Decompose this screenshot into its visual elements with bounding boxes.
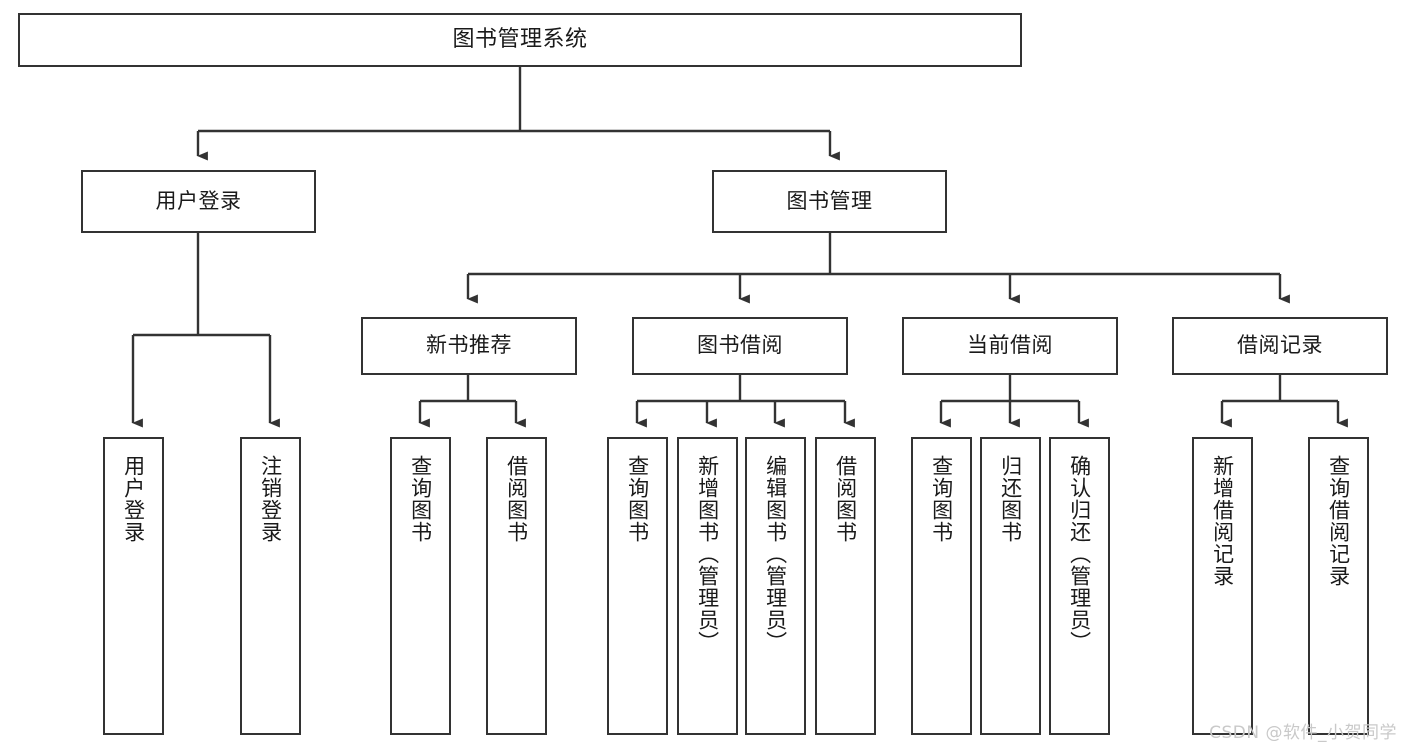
node-label: 图书借阅 [697, 333, 783, 358]
leaf-current-confirm-return-admin[interactable]: 确认归还（管理员） [1049, 437, 1110, 735]
node-label: 查询图书 [929, 455, 954, 543]
leaf-record-query-borrow-record[interactable]: 查询借阅记录 [1308, 437, 1369, 735]
node-label: 借阅图书 [833, 455, 858, 543]
node-label: 图书管理系统 [452, 26, 588, 52]
node-user-login[interactable]: 用户登录 [81, 170, 316, 233]
leaf-borrow-query-book[interactable]: 查询图书 [607, 437, 668, 735]
node-new-book-recommend[interactable]: 新书推荐 [361, 317, 577, 375]
leaf-recommend-borrow-book[interactable]: 借阅图书 [486, 437, 547, 735]
leaf-recommend-query-book[interactable]: 查询图书 [390, 437, 451, 735]
node-label: 查询借阅记录 [1326, 455, 1351, 587]
node-label: 查询图书 [625, 455, 650, 543]
leaf-borrow-edit-book-admin[interactable]: 编辑图书（管理员） [745, 437, 806, 735]
node-label: 编辑图书（管理员） [763, 455, 788, 653]
node-label: 归还图书 [998, 455, 1023, 543]
leaf-logout[interactable]: 注销登录 [240, 437, 301, 735]
leaf-current-return-book[interactable]: 归还图书 [980, 437, 1041, 735]
leaf-borrow-borrow-book[interactable]: 借阅图书 [815, 437, 876, 735]
node-root-book-management-system[interactable]: 图书管理系统 [18, 13, 1022, 67]
node-book-borrow[interactable]: 图书借阅 [632, 317, 848, 375]
node-label: 注销登录 [258, 455, 283, 543]
node-book-management[interactable]: 图书管理 [712, 170, 947, 233]
node-current-borrow[interactable]: 当前借阅 [902, 317, 1118, 375]
leaf-record-add-borrow-record[interactable]: 新增借阅记录 [1192, 437, 1253, 735]
node-label: 新书推荐 [426, 333, 512, 358]
node-borrow-record[interactable]: 借阅记录 [1172, 317, 1388, 375]
node-label: 借阅记录 [1237, 333, 1323, 358]
node-label: 借阅图书 [504, 455, 529, 543]
node-label: 新增图书（管理员） [695, 455, 720, 653]
node-label: 查询图书 [408, 455, 433, 543]
node-label: 用户登录 [121, 455, 146, 543]
leaf-user-login[interactable]: 用户登录 [103, 437, 164, 735]
leaf-current-query-book[interactable]: 查询图书 [911, 437, 972, 735]
node-label: 用户登录 [155, 188, 242, 213]
node-label: 当前借阅 [967, 333, 1053, 358]
node-label: 图书管理 [786, 188, 873, 213]
node-label: 新增借阅记录 [1210, 455, 1235, 587]
node-label: 确认归还（管理员） [1067, 455, 1092, 653]
leaf-borrow-add-book-admin[interactable]: 新增图书（管理员） [677, 437, 738, 735]
